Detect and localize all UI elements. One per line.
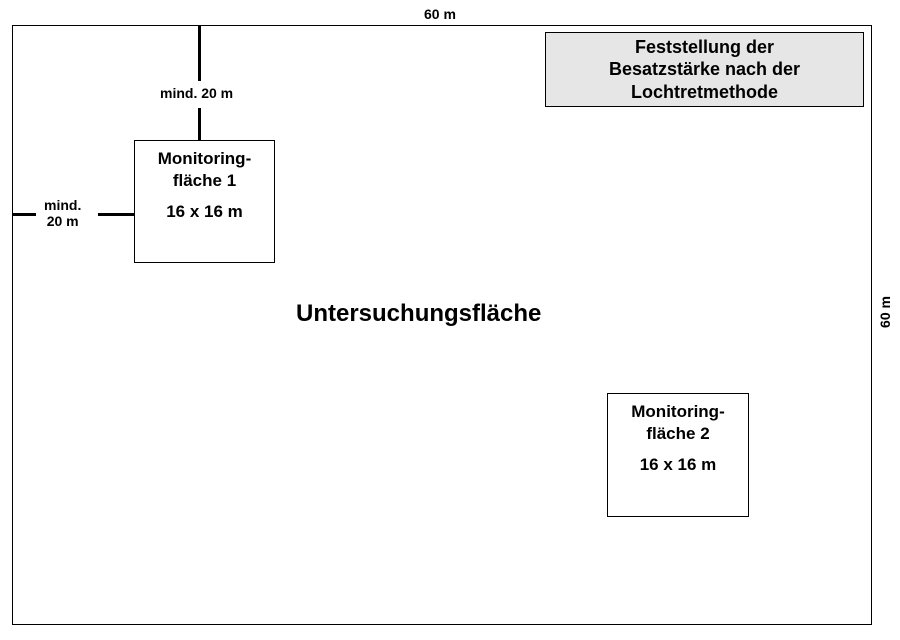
distance-line-left-inner (98, 213, 134, 216)
title-text: Feststellung der Besatzstärke nach der L… (608, 36, 801, 102)
study-area-label: Untersuchungsfläche (296, 300, 542, 327)
study-area-boundary (12, 25, 872, 625)
min-distance-top-label: mind. 20 m (160, 85, 234, 101)
title-box: Feststellung der Besatzstärke nach der L… (545, 32, 864, 107)
min-distance-left-label: mind. 20 m (44, 197, 82, 230)
monitoring-plot-2: Monitoring- fläche 2 16 x 16 m (607, 393, 749, 517)
plot-1-name: Monitoring- fläche 1 (157, 149, 252, 191)
distance-line-top-upper (198, 25, 201, 81)
dimension-right-label: 60 m (877, 296, 893, 328)
plot-2-name: Monitoring- fläche 2 (631, 402, 725, 444)
distance-line-top-lower (198, 108, 201, 141)
plot-1-size: 16 x 16 m (166, 202, 243, 222)
dimension-top-label: 60 m (424, 6, 456, 22)
distance-line-left-outer (12, 213, 36, 216)
plot-2-size: 16 x 16 m (639, 455, 717, 475)
monitoring-plot-1: Monitoring- fläche 1 16 x 16 m (134, 140, 275, 263)
